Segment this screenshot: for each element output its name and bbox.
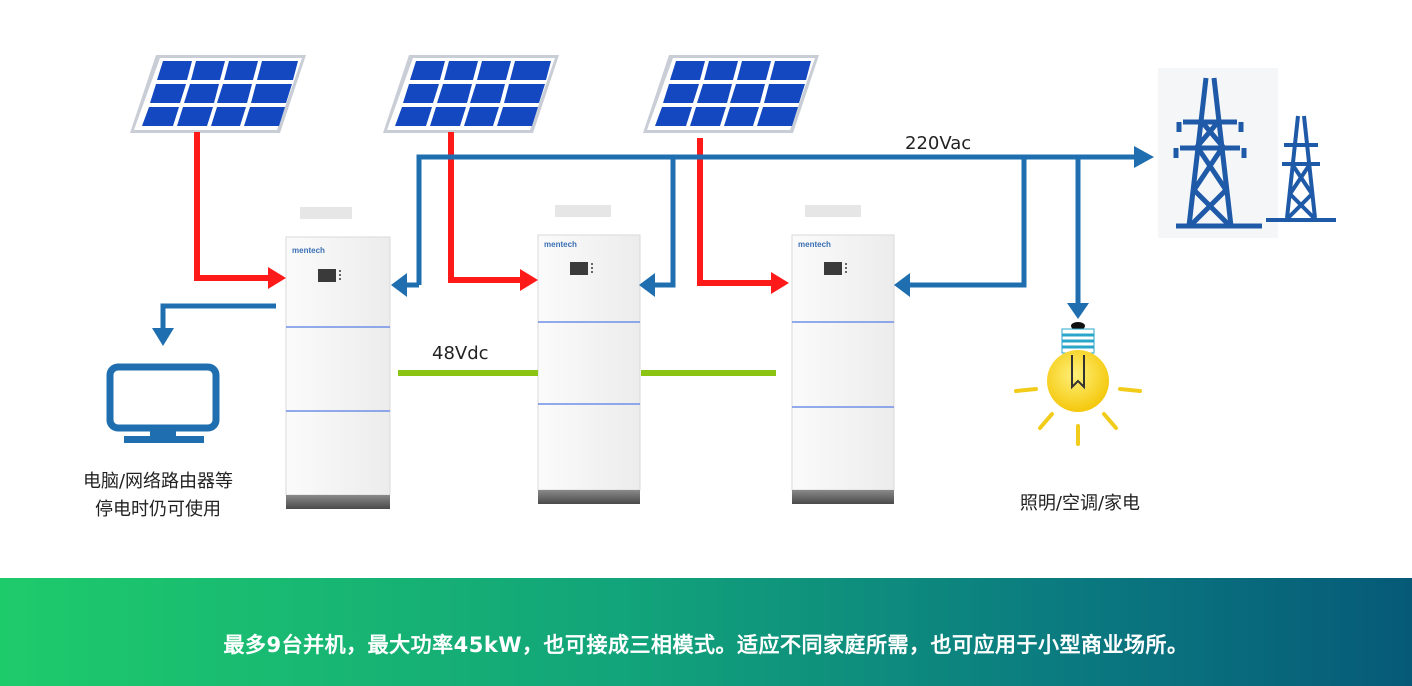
solar-panel-icon <box>130 55 306 133</box>
inverter-brand: mentech <box>292 246 325 255</box>
inverter-battery-icon: mentech <box>537 205 641 504</box>
monitor-icon <box>106 363 220 443</box>
dc-bus-label: 48Vdc <box>432 343 489 364</box>
inverter-battery-icon: mentech <box>791 205 895 504</box>
computer-caption-line2: 停电时仍可使用 <box>95 499 221 520</box>
solar-panel-icon <box>643 55 819 133</box>
solar-panel-icon <box>383 55 559 133</box>
appliance-caption: 照明/空调/家电 <box>1020 493 1140 514</box>
system-diagram: mentech mentech mentech <box>83 55 1336 520</box>
pv-dc-lines <box>194 132 773 286</box>
inverter-battery-icon: mentech <box>285 207 391 509</box>
inverter-brand: mentech <box>544 240 577 249</box>
ac-bus-label: 220Vac <box>905 133 971 154</box>
ac-bus-lines <box>160 154 1136 330</box>
power-tower-icon <box>1158 68 1336 238</box>
inverter-brand: mentech <box>798 240 831 249</box>
computer-caption-line1: 电脑/网络路由器等 <box>83 471 233 492</box>
footer-text: 最多9台并机，最大功率45kW，也可接成三相模式。适应不同家庭所需，也可应用于小… <box>223 633 1189 657</box>
footer-banner: 最多9台并机，最大功率45kW，也可接成三相模式。适应不同家庭所需，也可应用于小… <box>0 578 1412 686</box>
pv-arrowheads <box>268 267 789 294</box>
ac-arrowheads <box>152 146 1154 346</box>
light-bulb-icon <box>1014 322 1142 446</box>
